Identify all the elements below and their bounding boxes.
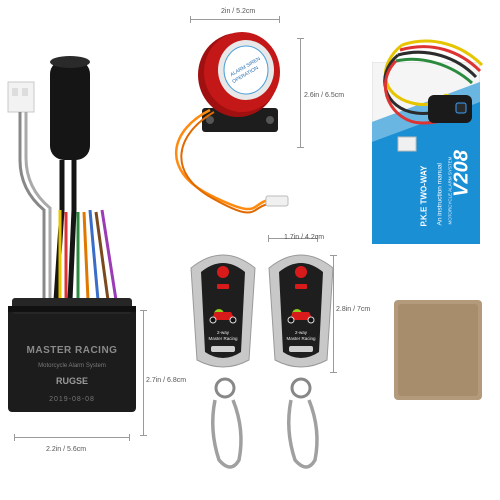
box-height-label: 2.7in / 6.8cm — [146, 377, 187, 384]
box-width-label: 2.2in / 5.6cm — [46, 446, 87, 453]
siren-width-line — [190, 16, 280, 23]
remote-width-line — [268, 235, 318, 242]
siren: ALARM SIREN OPERATION — [180, 20, 300, 150]
siren-width-label: 2in / 5.2cm — [221, 8, 256, 15]
siren-height-line — [297, 38, 304, 148]
box-width-line — [14, 434, 130, 441]
siren-wires — [175, 108, 289, 214]
alarm-cables — [7, 56, 118, 301]
box-code: 2019-08-08 — [49, 396, 95, 403]
remote-left-label-1: 2-way — [216, 330, 229, 335]
remote-left: 2-way Master Racing — [183, 248, 263, 378]
remote-right-label-2: Master Racing — [286, 336, 316, 341]
box-height-line — [140, 310, 147, 436]
keychains — [211, 377, 319, 469]
alarm-control-box: MASTER RACING Motorcycle Alarm System RU… — [8, 298, 136, 414]
wiring-harness — [383, 39, 484, 152]
remote-height-line — [330, 255, 337, 373]
remote-right-label-1: 2-way — [294, 330, 307, 335]
remote-left-label-2: Master Racing — [208, 336, 238, 341]
box-logo: RUGSE — [55, 376, 88, 386]
box-subtitle: Motorcycle Alarm System — [38, 363, 106, 369]
remote-right: 2-way Master Racing — [261, 248, 341, 378]
remote-height-label: 2.8in / 7cm — [336, 306, 371, 313]
siren-height-label: 2.6in / 6.5cm — [304, 92, 345, 99]
box-brand: MASTER RACING — [26, 345, 118, 356]
adhesive-pad — [394, 300, 482, 400]
remote-width-label: 1.7in / 4.2cm — [284, 234, 325, 241]
